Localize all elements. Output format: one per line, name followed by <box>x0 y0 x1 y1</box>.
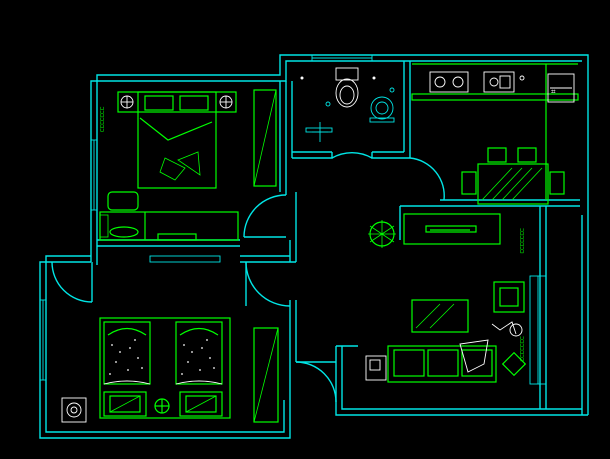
double-bed <box>137 91 217 189</box>
door-swings <box>51 151 445 403</box>
dining-chair <box>517 147 537 163</box>
twin-beds-frame <box>99 317 231 419</box>
master-bedroom: ⊏⊏⊏⊏⊏⊏⊏ <box>99 89 277 241</box>
dining-chair <box>461 171 477 195</box>
kitchen: ⌗ <box>411 63 579 200</box>
storage-right <box>179 391 223 417</box>
dining-chair <box>487 147 507 163</box>
single-bed-right <box>175 321 223 385</box>
toilet-bowl <box>335 78 359 108</box>
coffee-table <box>411 299 469 333</box>
single-bed-left <box>103 321 151 385</box>
svg-text:⌗: ⌗ <box>551 87 556 96</box>
kitchen-sink <box>483 71 515 93</box>
potted-plant-icon <box>368 220 396 248</box>
storage-left <box>103 391 147 417</box>
tv-cabinet <box>403 213 501 245</box>
toilet-tank <box>335 67 359 81</box>
svg-text:⊏⊏⊏⊏⊏⊏⊏: ⊏⊏⊏⊏⊏⊏⊏ <box>99 106 106 132</box>
sofa <box>387 345 497 383</box>
washing-machine <box>61 397 87 423</box>
dining-area <box>461 147 565 205</box>
inner-walls <box>97 61 580 409</box>
windows <box>39 54 547 385</box>
wardrobe-2 <box>253 327 279 423</box>
dining-table <box>477 163 549 205</box>
kitchen-counter-edge <box>411 93 579 101</box>
bed-stars-left <box>109 339 143 375</box>
side-table <box>365 355 387 381</box>
svg-text:⊐⊐⊐⊐⊐⊐⊐: ⊐⊐⊐⊐⊐⊐⊐ <box>518 336 525 362</box>
armchair <box>493 281 525 313</box>
bed-stars-right <box>181 339 215 375</box>
refrigerator <box>547 73 575 103</box>
floor-lamp <box>501 351 527 377</box>
washbasin <box>370 96 394 120</box>
wardrobe <box>253 89 277 187</box>
second-bedroom <box>61 317 279 423</box>
bed-sheet-fold <box>139 117 213 141</box>
towel-rail <box>305 127 333 133</box>
desk-chair <box>107 191 139 211</box>
living-room: ⊐⊐⊐⊐⊐⊐⊐ ⊐⊐⊐⊐⊐⊐⊐ <box>365 213 527 383</box>
decor-figure <box>459 339 489 373</box>
dining-chair <box>549 171 565 195</box>
desk <box>99 211 239 241</box>
svg-text:⊐⊐⊐⊐⊐⊐⊐: ⊐⊐⊐⊐⊐⊐⊐ <box>518 228 525 254</box>
bed-headboard <box>117 91 237 113</box>
gas-stove <box>429 71 469 93</box>
bathroom <box>300 67 395 142</box>
